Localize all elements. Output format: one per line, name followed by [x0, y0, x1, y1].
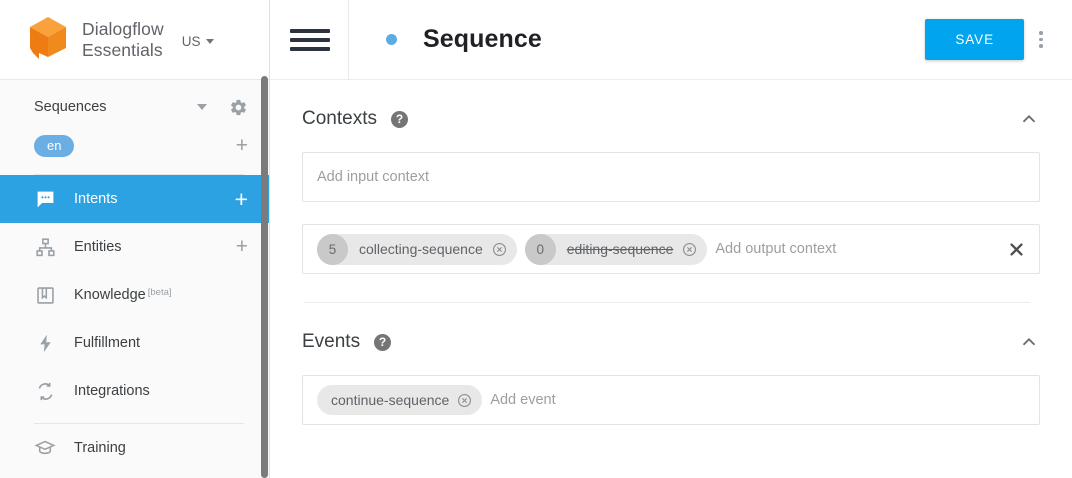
- agent-name: Sequences: [34, 99, 107, 115]
- brand-name: Dialogflow Essentials: [82, 18, 164, 60]
- chevron-up-icon[interactable]: [1018, 331, 1040, 353]
- chip-remove-icon[interactable]: [492, 242, 507, 257]
- main-panel: Sequence SAVE Contexts ? Add input: [270, 0, 1072, 478]
- input-context-field[interactable]: Add input context: [302, 152, 1040, 202]
- help-circle-icon[interactable]: ?: [390, 110, 408, 128]
- chip-remove-icon[interactable]: [682, 242, 697, 257]
- sidebar-item-intents[interactable]: Intents +: [0, 175, 270, 223]
- help-circle-icon[interactable]: ?: [374, 333, 392, 351]
- language-row: en +: [0, 126, 270, 166]
- sidebar-item-label: Training: [74, 440, 248, 456]
- events-title: Events: [302, 331, 361, 352]
- content-area: Contexts ? Add input context 5 collectin…: [270, 80, 1072, 425]
- beta-badge: [beta]: [147, 287, 172, 298]
- chip-remove-icon[interactable]: [457, 393, 472, 408]
- sidebar-item-label: Integrations: [74, 383, 248, 399]
- context-lifespan: 5: [317, 233, 348, 265]
- contexts-section: Contexts ? Add input context 5 collectin…: [270, 80, 1072, 303]
- add-language-plus-icon[interactable]: +: [235, 134, 248, 157]
- region-selector[interactable]: US: [182, 30, 214, 49]
- sidebar-divider-bottom: [34, 423, 244, 424]
- nav-text: Integrations: [74, 383, 150, 399]
- events-header: Events ?: [302, 303, 1040, 353]
- knowledge-book-icon: [34, 284, 56, 306]
- fulfillment-bolt-icon: [34, 332, 56, 354]
- output-context-placeholder: Add output context: [715, 241, 837, 257]
- event-placeholder: Add event: [490, 392, 556, 408]
- gear-icon[interactable]: [229, 98, 248, 117]
- sidebar-item-entities[interactable]: Entities +: [0, 223, 270, 271]
- event-name: continue-sequence: [331, 392, 450, 408]
- caret-down-icon: [205, 39, 214, 44]
- dialogflow-cube-logo: [30, 16, 66, 59]
- caret-down-icon[interactable]: [197, 104, 207, 110]
- close-x-icon[interactable]: [1008, 241, 1025, 258]
- add-entity-plus-icon[interactable]: +: [235, 235, 248, 258]
- top-bar-separator: [348, 0, 349, 80]
- sidebar-item-label: Knowledge [beta]: [74, 287, 248, 303]
- contexts-title: Contexts: [302, 108, 377, 129]
- sidebar-item-integrations[interactable]: Integrations: [0, 367, 270, 415]
- output-context-field[interactable]: 5 collecting-sequence 0 editing-sequence: [302, 224, 1040, 274]
- nav-text: Intents: [74, 191, 118, 207]
- sidebar-item-label: Fulfillment: [74, 335, 248, 351]
- nav-text: Training: [74, 440, 126, 456]
- context-name: editing-sequence: [566, 241, 674, 257]
- region-label: US: [181, 34, 201, 49]
- events-field[interactable]: continue-sequence Add event: [302, 375, 1040, 425]
- hamburger-menu-icon[interactable]: [290, 28, 330, 51]
- sidebar-item-label: Entities: [74, 239, 218, 255]
- output-context-chip[interactable]: 5 collecting-sequence: [317, 233, 517, 265]
- brand-header: Dialogflow Essentials US: [0, 0, 270, 80]
- training-cap-icon: [34, 437, 56, 459]
- sidebar: Dialogflow Essentials US Sequences en +: [0, 0, 270, 478]
- sidebar-item-knowledge[interactable]: Knowledge [beta]: [0, 271, 270, 319]
- page-title: Sequence: [423, 25, 542, 53]
- nav-text: Knowledge: [74, 287, 146, 303]
- top-bar: Sequence SAVE: [270, 0, 1072, 80]
- event-chip[interactable]: continue-sequence: [317, 385, 483, 415]
- status-dot: [386, 34, 397, 45]
- language-chip-en[interactable]: en: [34, 135, 75, 157]
- sidebar-edge-divider: [269, 0, 270, 478]
- events-section: Events ? continue-sequence Add event: [270, 303, 1072, 425]
- output-context-chip[interactable]: 0 editing-sequence: [524, 233, 708, 265]
- input-context-placeholder: Add input context: [317, 169, 430, 185]
- entities-hierarchy-icon: [34, 236, 56, 258]
- agent-selector-row[interactable]: Sequences: [0, 88, 270, 126]
- context-name: collecting-sequence: [359, 241, 483, 257]
- add-intent-plus-icon[interactable]: +: [234, 186, 248, 212]
- sidebar-item-label: Intents: [74, 191, 217, 207]
- contexts-header: Contexts ?: [302, 80, 1040, 130]
- nav-text: Fulfillment: [74, 335, 141, 351]
- integrations-sync-icon: [34, 380, 56, 402]
- sidebar-item-fulfillment[interactable]: Fulfillment: [0, 319, 270, 367]
- save-button[interactable]: SAVE: [925, 19, 1024, 60]
- sidebar-scrollbar[interactable]: [261, 76, 268, 478]
- kebab-more-vert-icon[interactable]: [1024, 31, 1058, 48]
- context-lifespan: 0: [524, 233, 556, 265]
- sidebar-item-training[interactable]: Training: [0, 424, 270, 472]
- nav-text: Entities: [74, 239, 122, 255]
- sidebar-divider-top: [34, 174, 244, 175]
- chevron-up-icon[interactable]: [1018, 108, 1040, 130]
- sidebar-nav: Intents + Entities +: [0, 175, 270, 472]
- intents-chat-bubble-icon: [34, 188, 56, 210]
- section-divider: [304, 302, 1030, 303]
